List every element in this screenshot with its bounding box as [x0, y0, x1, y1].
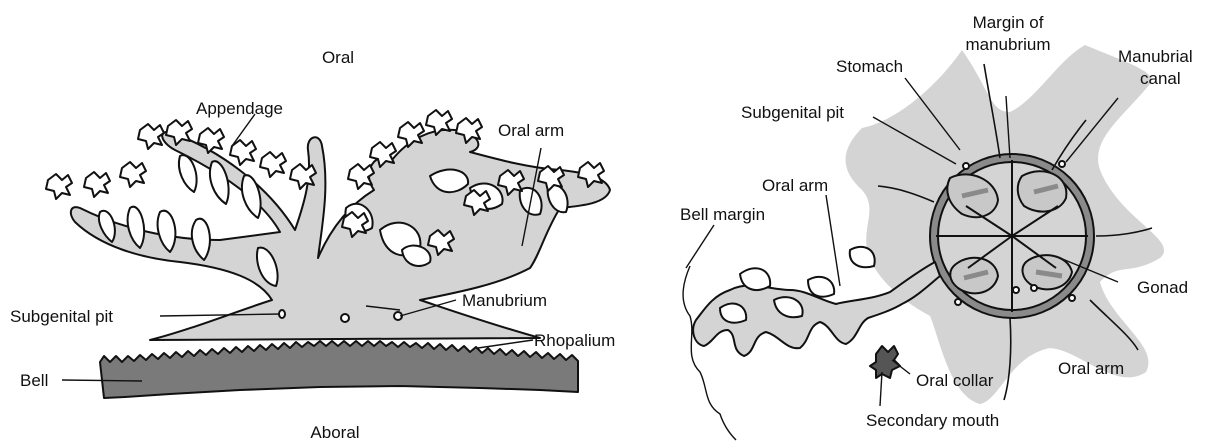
label-manubrium: Manubrium	[462, 291, 547, 310]
label-oral-arm-left: Oral arm	[498, 121, 564, 140]
manubrium-center-marker	[341, 314, 349, 322]
label-oral-arm-inner: Oral arm	[762, 176, 828, 195]
label-oral-arm-outer: Oral arm	[1058, 359, 1124, 378]
oral-view-figure: Margin of manubrium Stomach Manubrial ca…	[680, 13, 1193, 440]
label-bell-margin: Bell margin	[680, 205, 765, 224]
label-oral: Oral	[322, 48, 354, 67]
bell	[100, 341, 578, 398]
label-manubrial-canal-line2: canal	[1140, 69, 1181, 88]
side-view-figure: Oral Aboral Appendage Oral arm Subgenita…	[10, 48, 615, 442]
label-margin-of-manubrium-line1: Margin of	[973, 13, 1044, 32]
label-manubrial-canal-line1: Manubrial	[1118, 47, 1193, 66]
label-appendage: Appendage	[196, 99, 283, 118]
label-subgenital-pit-left: Subgenital pit	[10, 307, 113, 326]
label-subgenital-pit-right: Subgenital pit	[741, 103, 844, 122]
label-secondary-mouth: Secondary mouth	[866, 411, 999, 430]
label-rhopalium: Rhopalium	[534, 331, 615, 350]
label-gonad: Gonad	[1137, 278, 1188, 297]
label-stomach: Stomach	[836, 57, 903, 76]
label-aboral: Aboral	[310, 423, 359, 442]
label-oral-collar: Oral collar	[916, 371, 994, 390]
label-bell: Bell	[20, 371, 48, 390]
label-margin-of-manubrium-line2: manubrium	[965, 35, 1050, 54]
